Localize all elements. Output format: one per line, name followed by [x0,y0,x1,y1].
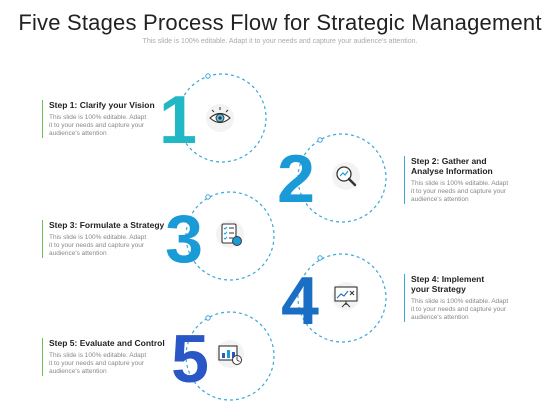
analytics-chart-icon [216,340,244,368]
step-3-desc: This slide is 100% editable. Adapt it to… [49,234,147,257]
step-1-block: Step 1: Clarify your Vision This slide i… [42,100,155,138]
step-3-number: 3 [165,201,203,277]
step-4-desc: This slide is 100% editable. Adapt it to… [411,298,509,321]
step-4-block: Step 4: Implement your Strategy This sli… [404,274,513,322]
step-3-ring [185,191,275,281]
connector-dot [317,137,323,143]
checklist-icon [216,220,244,248]
eye-icon [206,104,234,132]
step-5-desc: This slide is 100% editable. Adapt it to… [49,352,147,375]
step-1-ring [177,73,267,163]
step-2-ring [297,133,387,223]
step-1-title: Step 1: Clarify your Vision [49,100,155,110]
connector-dot [317,255,323,261]
step-1-desc: This slide is 100% editable. Adapt it to… [49,114,147,137]
step-1-number: 1 [159,82,197,158]
page-subtitle: This slide is 100% editable. Adapt it to… [142,38,418,45]
step-4-number: 4 [281,263,319,339]
step-4-ring [297,253,387,343]
step-5-number: 5 [171,321,209,397]
step-3-block: Step 3: Formulate a Strategy This slide … [42,220,164,258]
step-2-title: Step 2: Gather and Analyse Information [411,156,493,176]
page-title: Five Stages Process Flow for Strategic M… [18,10,542,35]
step-5-block: Step 5: Evaluate and Control This slide … [42,338,165,376]
presentation-board-icon [332,282,360,310]
connector-dot [205,315,211,321]
step-4-title: Step 4: Implement your Strategy [411,274,485,294]
step-5-title: Step 5: Evaluate and Control [49,338,165,348]
magnifier-chart-icon [332,162,360,190]
step-2-desc: This slide is 100% editable. Adapt it to… [411,180,509,203]
step-2-block: Step 2: Gather and Analyse Information T… [404,156,513,204]
connector-dot [205,73,211,79]
step-3-title: Step 3: Formulate a Strategy [49,220,165,230]
step-2-number: 2 [277,141,315,217]
connector-dot [205,194,211,200]
step-5-ring [185,311,275,401]
